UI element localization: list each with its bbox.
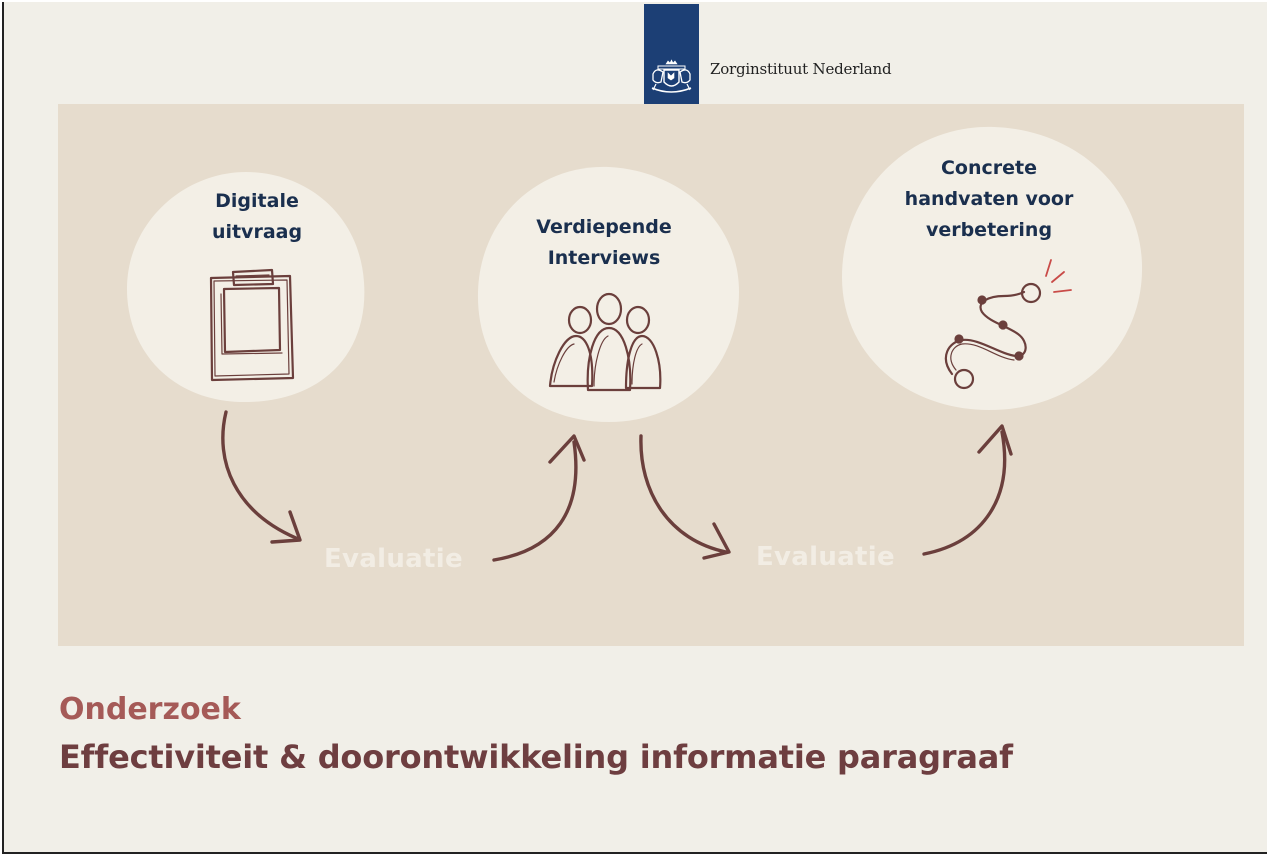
- step-2-title: Verdiepende Interviews: [504, 212, 704, 274]
- arrow-step2-to-eval: [641, 436, 729, 558]
- arrow-eval-to-step3: [924, 426, 1011, 554]
- step-1-title: Digitale uitvraag: [182, 186, 332, 248]
- arrow-eval-to-step2: [494, 436, 584, 560]
- arrow-step1-to-eval: [223, 412, 300, 542]
- page-title: Effectiviteit & doorontwikkeling informa…: [59, 738, 1013, 776]
- evaluation-label-1: Evaluatie: [324, 544, 463, 574]
- evaluation-label-2: Evaluatie: [756, 542, 895, 572]
- section-label: Onderzoek: [59, 692, 241, 727]
- step-3-title: Concrete handvaten voor verbetering: [884, 153, 1094, 246]
